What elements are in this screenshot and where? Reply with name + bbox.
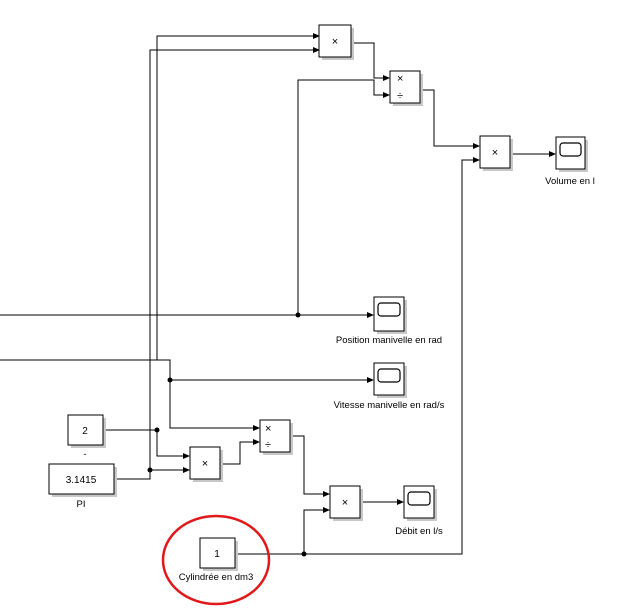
product-op-symbol: ×	[332, 36, 338, 48]
constant-two-block[interactable]: 2 -	[67, 414, 106, 460]
constant-cylindree-value: 1	[214, 549, 220, 560]
signal-lines	[0, 35, 550, 555]
product-debit-block[interactable]: ×	[329, 485, 363, 521]
wire-vitesse-in[interactable]	[0, 359, 254, 429]
scope-vitesse-block[interactable]: Vitesse manivelle en rad/s	[334, 362, 445, 411]
arrowhead	[367, 312, 374, 318]
branch-point	[154, 427, 160, 433]
wire-divide-top-to-product-volume[interactable]	[419, 89, 474, 147]
arrowhead	[183, 467, 190, 473]
constant-pi-value: 3.1415	[66, 475, 97, 486]
product-op-symbol: ×	[492, 147, 498, 159]
divide-op-divide: ÷	[265, 439, 271, 451]
product-volume-block[interactable]: ×	[479, 135, 513, 171]
wire-cyl-to-product-debit[interactable]	[236, 509, 324, 555]
divide-op-multiply: ×	[397, 73, 403, 85]
arrowhead	[367, 377, 374, 383]
branch-point	[295, 312, 301, 318]
arrowheads	[183, 33, 556, 513]
arrowhead	[397, 499, 404, 505]
arrowhead	[313, 47, 320, 53]
arrowhead	[313, 33, 320, 39]
constant-pi-block[interactable]: 3.1415 PI	[48, 463, 117, 510]
arrowhead	[473, 157, 480, 163]
wire-cyl-to-product-volume[interactable]	[304, 159, 474, 555]
arrowhead	[383, 75, 390, 81]
scope-debit-block[interactable]: Débit en l/s	[395, 485, 443, 537]
branch-point	[147, 467, 153, 473]
wire-position-to-divide-top[interactable]	[297, 79, 384, 315]
divide-op-divide: ÷	[397, 90, 403, 102]
scope-vitesse-label: Vitesse manivelle en rad/s	[334, 400, 445, 411]
scope-volume-label: Volume en l	[545, 176, 595, 187]
divide-bottom-block[interactable]: × ÷	[259, 419, 293, 455]
arrowhead	[323, 507, 330, 513]
scope-position-label: Position manivelle en rad	[336, 335, 442, 346]
constant-pi-label: PI	[77, 499, 86, 510]
arrowhead	[253, 425, 260, 431]
arrowhead	[253, 439, 260, 445]
red-highlight-circle	[161, 514, 271, 606]
branch-points	[147, 312, 307, 557]
product-mid-block[interactable]: ×	[189, 446, 223, 482]
divide-op-multiply: ×	[265, 423, 271, 435]
product-op-symbol: ×	[202, 458, 208, 470]
scope-screen-icon	[559, 142, 582, 157]
constant-two-value: 2	[82, 426, 88, 437]
wire-product-top-to-divide-top[interactable]	[350, 42, 384, 79]
wire-const-two[interactable]	[104, 429, 184, 457]
arrowhead	[383, 92, 390, 98]
constant-cylindree-label: Cylindrée en dm3	[179, 572, 253, 583]
product-op-symbol: ×	[342, 497, 348, 509]
scope-screen-icon	[407, 491, 431, 506]
divide-top-block[interactable]: × ÷	[389, 70, 423, 106]
wire-divide-bottom-to-product-debit[interactable]	[290, 435, 324, 495]
wire-product-mid-to-divide-bottom[interactable]	[220, 441, 254, 465]
wire-to-product-top-in2[interactable]	[149, 49, 314, 470]
scope-position-block[interactable]: Position manivelle en rad	[336, 296, 442, 346]
branch-point	[167, 377, 173, 383]
constant-two-label: -	[83, 449, 86, 460]
branch-point	[301, 551, 307, 557]
scope-volume-block[interactable]: Volume en l	[545, 136, 595, 187]
scope-screen-icon	[377, 302, 401, 317]
wire-to-product-top-in1[interactable]	[156, 35, 314, 360]
constant-cylindree-block[interactable]: 1 Cylindrée en dm3	[179, 537, 253, 583]
scope-debit-label: Débit en l/s	[395, 526, 443, 537]
scope-screen-icon	[377, 368, 401, 383]
arrowhead	[473, 143, 480, 149]
product-top-block[interactable]: ×	[318, 24, 354, 60]
arrowhead	[183, 453, 190, 459]
arrowhead	[323, 491, 330, 497]
arrowhead	[549, 151, 556, 157]
wire-const-pi[interactable]	[114, 469, 184, 480]
